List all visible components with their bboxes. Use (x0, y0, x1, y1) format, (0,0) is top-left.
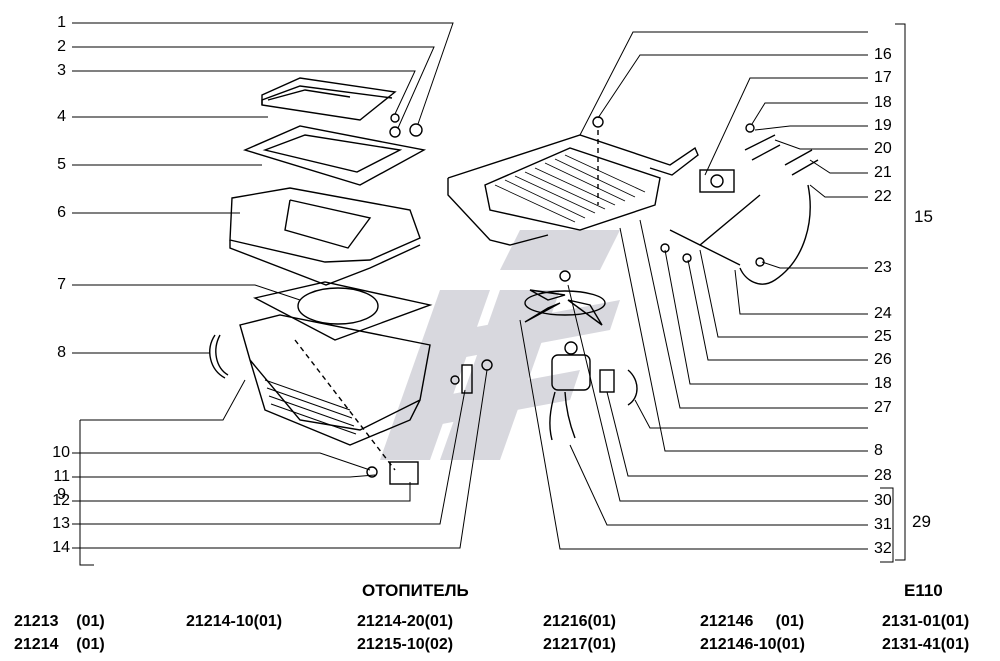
callout-31: 31 (874, 516, 892, 533)
callout-11: 11 (53, 468, 70, 485)
callout-18a: 18 (874, 94, 892, 111)
catalog-code: E110 (904, 581, 943, 600)
callout-14: 14 (52, 539, 70, 556)
callout-7: 7 (57, 276, 66, 293)
callout-19: 19 (874, 117, 892, 134)
model-21217: 21217(01) (543, 636, 616, 653)
callout-6: 6 (57, 204, 66, 221)
callout-8: 8 (57, 344, 66, 361)
callout-3: 3 (57, 62, 66, 79)
callout-17: 17 (874, 69, 892, 86)
callout-12: 12 (52, 492, 70, 509)
callout-24: 24 (874, 305, 892, 322)
group-callout-29: 29 (912, 512, 931, 531)
callout-28: 28 (874, 467, 892, 484)
model-2131-41: 2131-41(01) (882, 636, 970, 653)
callout-22: 22 (874, 188, 892, 205)
model-21214-20: 21214-20(01) (357, 613, 454, 630)
callout-2: 2 (57, 38, 66, 55)
watermark-logo (380, 230, 620, 460)
left-housing-assembly (209, 77, 493, 485)
model-21215-10: 21215-10(02) (357, 636, 454, 653)
group-callout-15: 15 (914, 207, 933, 226)
callout-18b: 18 (874, 375, 892, 392)
page-title: ОТОПИТЕЛЬ (362, 581, 469, 600)
model-21214: 21214 (01) (14, 636, 105, 653)
callout-23: 23 (874, 259, 892, 276)
leader-lines-left (72, 22, 488, 566)
model-21216: 21216(01) (543, 613, 616, 630)
callout-10: 10 (52, 444, 70, 461)
callout-25: 25 (874, 328, 892, 345)
callout-4: 4 (57, 108, 66, 125)
callout-30: 30 (874, 492, 892, 509)
callout-5: 5 (57, 156, 66, 173)
callout-27: 27 (874, 399, 892, 416)
callout-9: 9 (57, 486, 66, 503)
leader-lines-right (519, 23, 906, 563)
callout-26: 26 (874, 351, 892, 368)
callout-32: 32 (874, 540, 892, 557)
callout-13: 13 (52, 515, 70, 532)
model-2131-01: 2131-01(01) (882, 613, 970, 630)
model-212146-10: 212146-10(01) (700, 636, 805, 653)
callout-1: 1 (57, 14, 66, 31)
model-21214-10: 21214-10(01) (186, 613, 283, 630)
callout-20: 20 (874, 140, 892, 157)
callout-8-right: 8 (874, 442, 883, 459)
model-21213: 21213 (01) (14, 613, 105, 630)
model-212146: 212146 (01) (700, 613, 805, 630)
callout-21: 21 (874, 164, 892, 181)
callout-16: 16 (874, 46, 892, 63)
